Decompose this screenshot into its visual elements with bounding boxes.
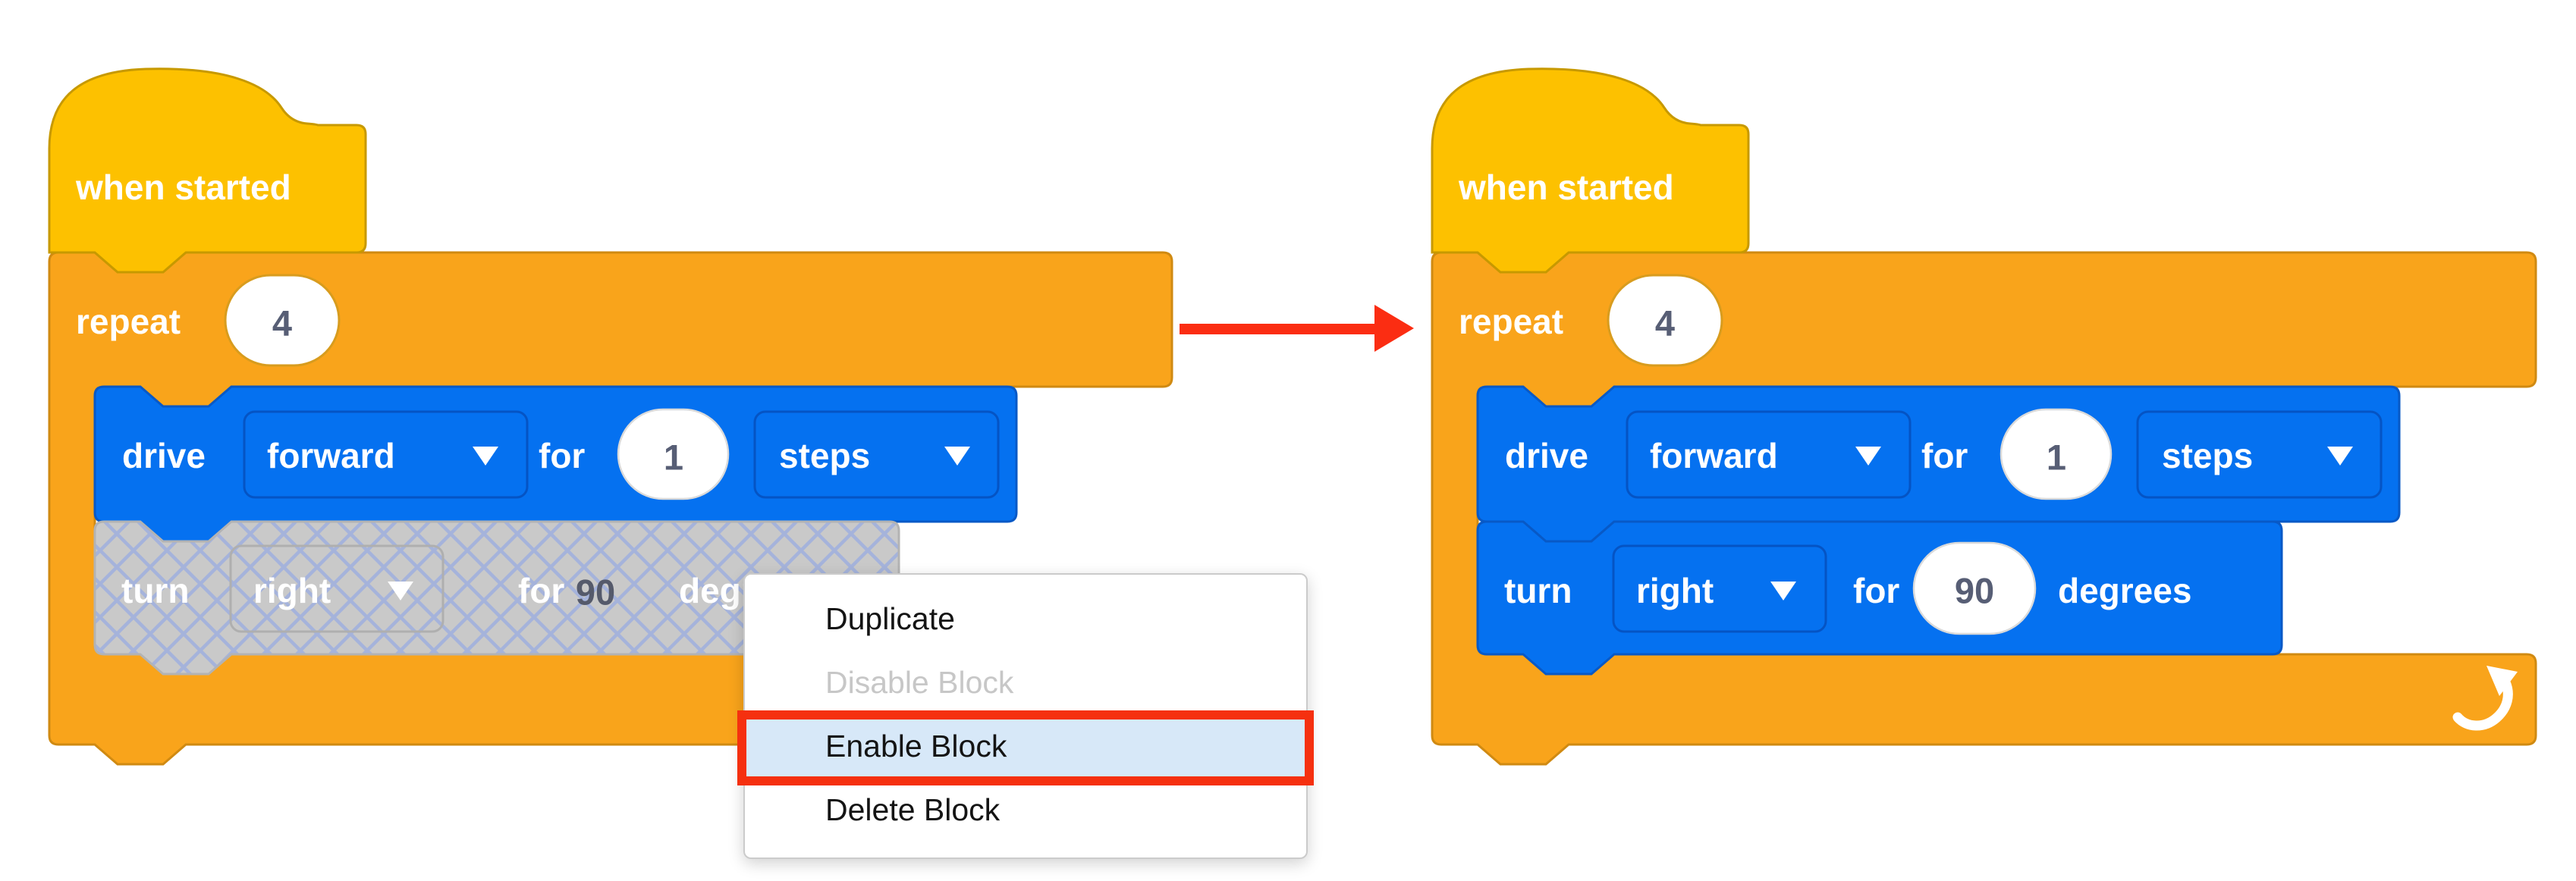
turn-for-label: for — [1853, 571, 1899, 610]
drive-unit-dropdown[interactable] — [753, 410, 1000, 499]
drive-for-label: for — [539, 436, 585, 475]
turn-direction-value: right — [253, 571, 331, 610]
drive-distance-input[interactable] — [617, 408, 730, 500]
when-started-hat-block[interactable] — [48, 67, 367, 274]
left-stack: repeat 4 when started drive forward for … — [48, 67, 1173, 766]
repeat-count-value: 4 — [272, 303, 292, 343]
repeat-count-value: 4 — [1655, 303, 1675, 343]
turn-angle-input[interactable] — [1912, 541, 2037, 635]
repeat-label: repeat — [76, 302, 181, 341]
dropdown-caret-icon — [388, 582, 413, 600]
drive-label: drive — [1505, 436, 1588, 475]
drive-unit-dropdown[interactable] — [2136, 410, 2383, 499]
dropdown-caret-icon — [473, 447, 498, 466]
turn-direction-dropdown[interactable] — [229, 544, 445, 633]
hat-label: when started — [75, 168, 291, 207]
drive-label: drive — [122, 436, 206, 475]
repeat-arrow-icon — [2452, 666, 2518, 731]
turn-label: turn — [121, 571, 189, 610]
turn-direction-dropdown[interactable] — [1612, 544, 1827, 633]
drive-distance-input[interactable] — [2000, 408, 2113, 500]
when-started-hat-block[interactable] — [1431, 67, 1750, 274]
drive-direction-value: forward — [267, 436, 395, 475]
menu-item-enable-block[interactable]: Enable Block — [745, 714, 1306, 779]
hat-label: when started — [1458, 168, 1674, 207]
drive-direction-dropdown[interactable] — [1626, 410, 1912, 499]
repeat-label: repeat — [1459, 302, 1563, 341]
turn-angle-value: 90 — [1955, 571, 1994, 611]
repeat-count-input[interactable] — [224, 274, 341, 367]
menu-item-disable-block: Disable Block — [825, 664, 1014, 700]
dropdown-caret-icon — [944, 447, 970, 466]
drive-unit-value: steps — [2162, 436, 2253, 475]
drive-distance-value: 1 — [2047, 437, 2066, 478]
drive-direction-dropdown[interactable] — [243, 410, 529, 499]
drive-distance-value: 1 — [664, 437, 683, 478]
transform-arrow-icon — [1180, 305, 1414, 352]
menu-item-delete-block[interactable]: Delete Block — [825, 792, 1001, 828]
dropdown-caret-icon — [1855, 447, 1881, 466]
context-menu: Duplicate Disable Block Enable Block Del… — [743, 573, 1308, 859]
dropdown-caret-icon — [1770, 582, 1796, 600]
turn-unit-label: degrees — [2058, 571, 2191, 610]
menu-item-duplicate[interactable]: Duplicate — [825, 600, 955, 636]
drive-unit-value: steps — [779, 436, 870, 475]
turn-angle-value: 90 — [576, 572, 615, 613]
dropdown-caret-icon — [2327, 447, 2353, 466]
drive-for-label: for — [1921, 436, 1968, 475]
repeat-count-input[interactable] — [1607, 274, 1723, 367]
right-stack: repeat 4 when started drive forward for … — [1431, 67, 2537, 766]
turn-for-label: for — [518, 571, 564, 610]
drive-direction-value: forward — [1650, 436, 1778, 475]
turn-direction-value: right — [1636, 571, 1714, 610]
turn-label: turn — [1504, 571, 1572, 610]
